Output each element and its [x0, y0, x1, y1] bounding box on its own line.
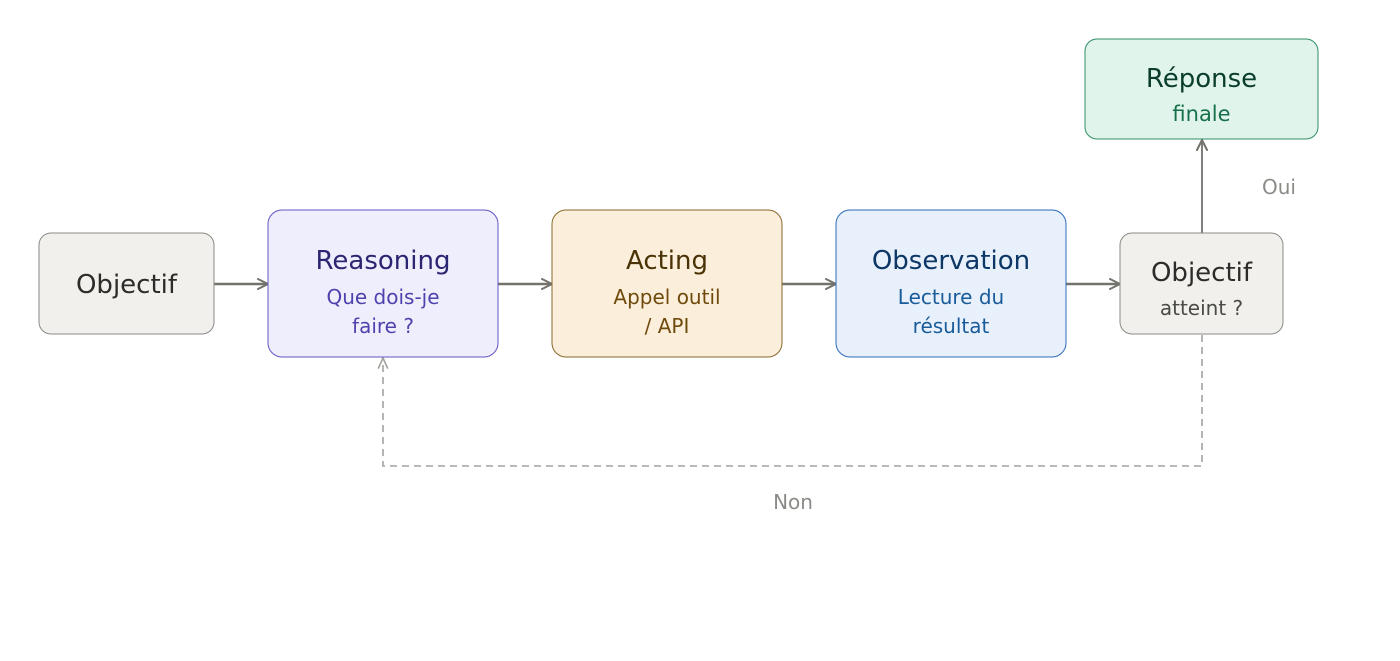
node-decision-subtitle: atteint ? — [1160, 296, 1243, 320]
node-decision-title: Objectif — [1151, 258, 1253, 288]
node-objective: Objectif — [38, 232, 215, 335]
node-final-answer-title: Réponse — [1146, 64, 1257, 94]
node-observation-subtitle-line2: résultat — [913, 314, 990, 338]
node-final-answer-subtitle: finale — [1172, 102, 1230, 126]
node-objective-box — [38, 232, 215, 335]
node-observation: Observation Lecture du résultat — [835, 209, 1067, 358]
node-observation-box — [835, 209, 1067, 358]
node-objective-title: Objectif — [76, 270, 178, 300]
arrow-loop-back-to-reasoning — [377, 335, 1203, 467]
node-decision: Objectif atteint ? — [1119, 232, 1284, 335]
node-reasoning-box — [267, 209, 499, 358]
node-acting: Acting Appel outil / API — [551, 209, 783, 358]
node-acting-subtitle-line2: / API — [645, 314, 690, 338]
node-reasoning-title: Reasoning — [316, 246, 451, 276]
node-final-answer: Réponse finale — [1084, 38, 1319, 140]
yes-label: Oui — [1262, 175, 1296, 199]
node-final-answer-box — [1084, 38, 1319, 140]
node-decision-box — [1119, 232, 1284, 335]
connectors — [214, 139, 1208, 467]
node-acting-subtitle-line1: Appel outil — [613, 285, 720, 309]
node-reasoning-subtitle-line2: faire ? — [352, 314, 414, 338]
node-acting-title: Acting — [626, 246, 708, 276]
no-label: Non — [773, 490, 813, 514]
node-observation-title: Observation — [872, 246, 1030, 276]
node-reasoning: Reasoning Que dois-je faire ? — [267, 209, 499, 358]
node-reasoning-subtitle-line1: Que dois-je — [326, 285, 439, 309]
node-observation-subtitle-line1: Lecture du — [898, 285, 1004, 309]
node-acting-box — [551, 209, 783, 358]
